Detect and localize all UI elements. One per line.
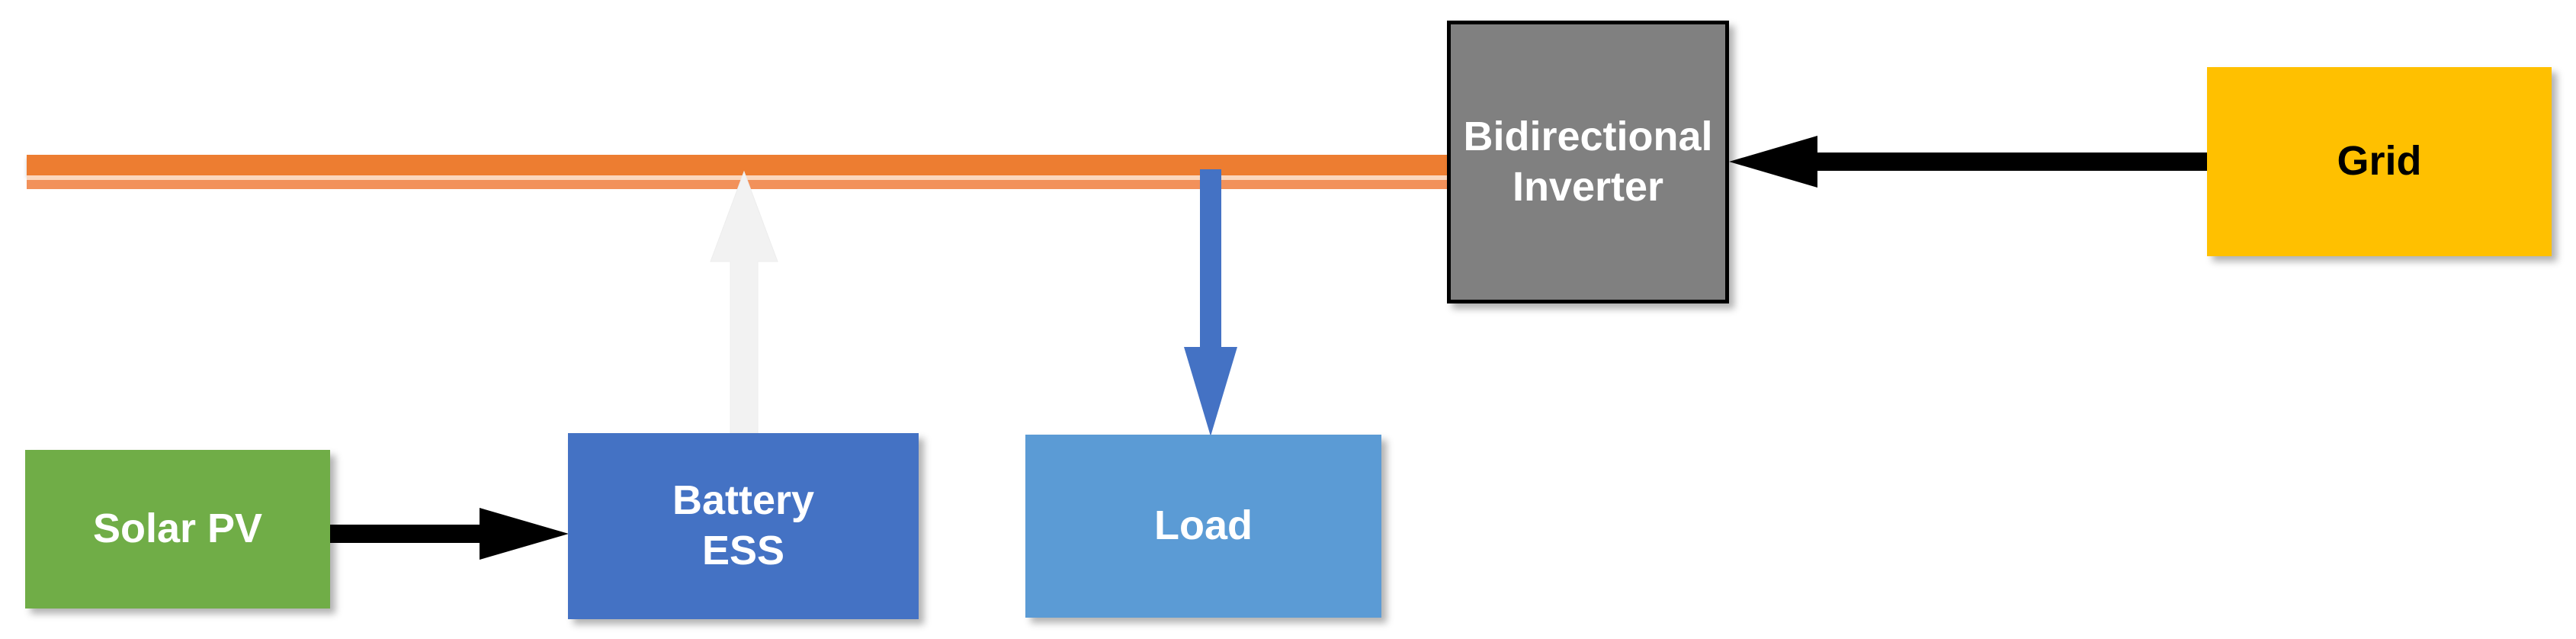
arrow-grid-to-inverter (1727, 131, 2209, 192)
node-load[interactable]: Load (1025, 435, 1381, 618)
node-load-label: Load (1154, 503, 1253, 549)
node-solar-pv[interactable]: Solar PV (25, 450, 330, 608)
node-solar-pv-label: Solar PV (92, 506, 263, 552)
bus-bar-light-gap (27, 175, 1447, 183)
arrow-solar-to-battery (330, 503, 570, 564)
bus-bar-thin-segment (27, 180, 1447, 189)
node-bidirectional-inverter-label-line1: Bidirectional (1463, 113, 1713, 159)
node-grid-label: Grid (2337, 138, 2422, 185)
node-bidirectional-inverter-label-line2: Inverter (1512, 163, 1664, 210)
node-battery-ess-label-line1: Battery (672, 477, 815, 524)
node-battery-ess-label-line2: ESS (701, 528, 785, 573)
node-battery-ess[interactable]: Battery ESS (568, 433, 919, 619)
node-grid[interactable]: Grid (2207, 67, 2552, 256)
arrow-bus-to-load (1182, 169, 1240, 436)
node-bidirectional-inverter[interactable]: Bidirectional Inverter (1447, 21, 1729, 303)
arrow-battery-to-bus (707, 170, 781, 435)
